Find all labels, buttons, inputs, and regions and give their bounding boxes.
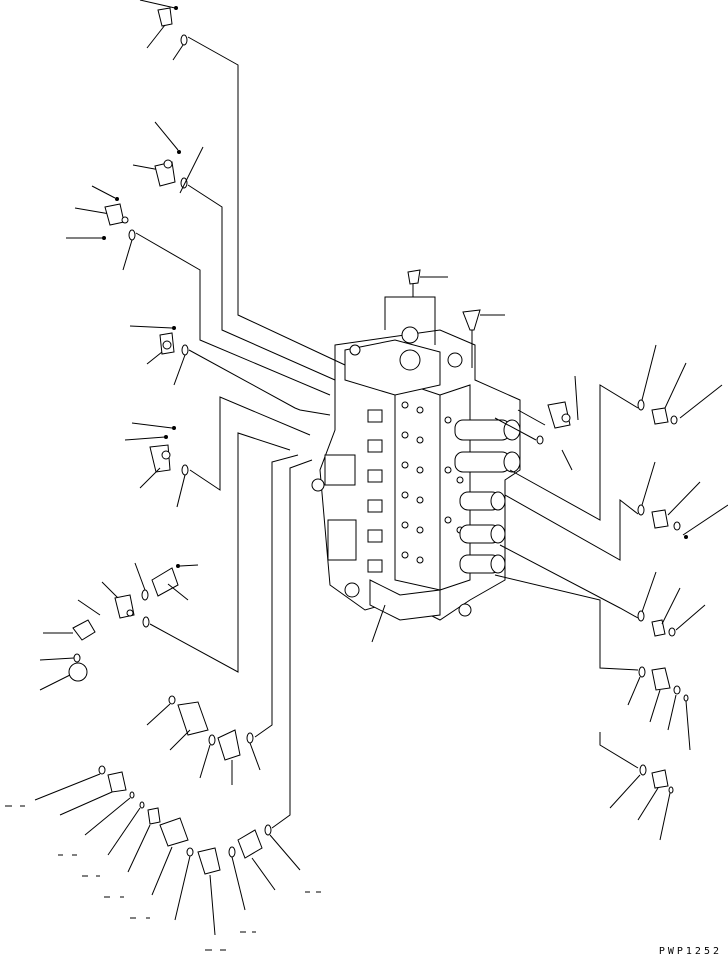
valve-spools — [454, 419, 521, 574]
drawing-reference-code: PWP1252 — [658, 946, 722, 957]
left-port-fittings — [311, 409, 383, 598]
fitting-group-4 — [129, 325, 331, 416]
fitting-group-2 — [132, 121, 336, 381]
cap-plug-right — [462, 309, 505, 368]
fitting-group-1 — [139, 0, 346, 366]
fitting-group-8 — [146, 454, 299, 785]
fitting-group-6 — [134, 562, 199, 601]
fitting-group-r2 — [509, 344, 723, 521]
fitting-group-7 — [39, 432, 291, 691]
bottom-port — [458, 603, 472, 617]
fitting-group-r4 — [499, 544, 706, 637]
callout-dashes — [5, 805, 321, 951]
fitting-group-r3 — [504, 461, 728, 561]
cap-plug-top — [384, 269, 448, 345]
fitting-group-9 — [34, 459, 313, 936]
fitting-group-r5 — [494, 574, 691, 751]
fitting-group-3 — [66, 185, 331, 396]
fitting-group-r6 — [599, 732, 674, 841]
top-fittings — [349, 326, 463, 371]
fitting-group-r1 — [494, 375, 579, 471]
fitting-group-5 — [124, 396, 311, 508]
base-leader-line — [371, 604, 386, 643]
valve-base — [369, 579, 441, 621]
control-valve-assembly — [311, 326, 521, 621]
